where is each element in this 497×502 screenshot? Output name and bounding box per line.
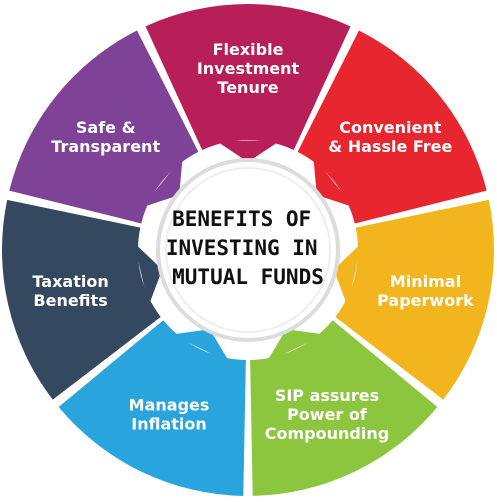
inner-point-6 xyxy=(134,242,163,306)
segment-label-1-line-3: Tenure xyxy=(217,78,278,97)
wheel-segment-4 xyxy=(250,320,438,496)
center-title-line-3: MUTUAL FUNDS xyxy=(172,265,324,289)
segment-label-7-line-2: Transparent xyxy=(51,137,160,156)
segment-label-7: Safe &Transparent xyxy=(51,118,160,156)
inner-point-1 xyxy=(215,140,281,162)
segment-label-1-line-1: Flexible xyxy=(213,40,284,59)
segment-label-2-line-2: & Hassle Free xyxy=(328,137,452,156)
wheel-segment-3 xyxy=(335,199,494,400)
center-title: BENEFITS OF INVESTING IN MUTUAL FUNDS xyxy=(166,207,330,289)
segment-label-6-line-1: Taxation xyxy=(32,272,108,291)
segment-label-7-line-1: Safe & xyxy=(76,118,136,137)
center-title-line-2: INVESTING IN xyxy=(166,236,318,260)
segment-label-1-line-2: Investment xyxy=(197,59,300,78)
inner-point-4 xyxy=(266,329,325,363)
segment-label-2: Convenient& Hassle Free xyxy=(328,118,452,156)
segment-label-2-line-1: Convenient xyxy=(339,118,442,137)
wheel-segment-5 xyxy=(58,320,246,496)
center-disc-inner-ring xyxy=(165,167,331,333)
segment-label-5-line-2: Inflation xyxy=(131,414,207,433)
wheel-segment-1 xyxy=(145,3,351,150)
center-disc xyxy=(156,158,340,342)
inner-point-7 xyxy=(142,156,183,208)
wheel-segment-2 xyxy=(297,30,487,224)
inner-point-3 xyxy=(333,242,362,306)
segment-label-4-line-1: SIP assures xyxy=(275,386,379,405)
segment-label-4-line-3: Compounding xyxy=(265,424,389,443)
segment-label-4-line-2: Power of xyxy=(287,405,368,424)
segment-label-5-line-1: Manages xyxy=(129,395,210,414)
segment-label-3-line-2: Paperwork xyxy=(377,291,474,310)
center-title-line-1: BENEFITS OF xyxy=(172,207,311,231)
segment-label-3-line-1: Minimal xyxy=(390,272,461,291)
inner-point-5 xyxy=(171,329,230,363)
segment-label-6-line-2: Benefits xyxy=(33,291,107,310)
wheel-segment-6 xyxy=(1,199,161,400)
inner-point-2 xyxy=(313,156,354,208)
wheel-segment-7 xyxy=(9,30,199,224)
